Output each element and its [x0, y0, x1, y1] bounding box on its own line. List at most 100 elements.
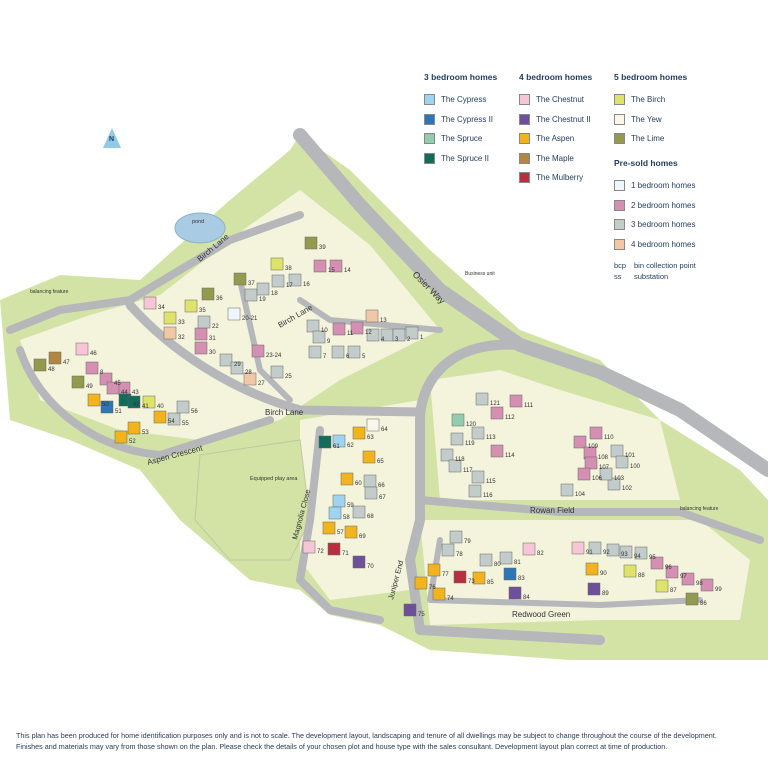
- plot-77-house[interactable]: [427, 563, 441, 577]
- plot-73-house[interactable]: [453, 570, 467, 584]
- plot-51-house[interactable]: [100, 400, 114, 414]
- plot-93-house[interactable]: [606, 543, 620, 557]
- plot-118-house[interactable]: [440, 448, 454, 462]
- plot-97-house[interactable]: [665, 565, 679, 579]
- plot-56-house[interactable]: [176, 400, 190, 414]
- plot-66-house[interactable]: [363, 474, 377, 488]
- plot-87-house[interactable]: [655, 579, 669, 593]
- plot-68-house[interactable]: [352, 505, 366, 519]
- plot-38-house[interactable]: [270, 257, 284, 271]
- plot-90-house[interactable]: [585, 562, 599, 576]
- plot-102-house[interactable]: [607, 477, 621, 491]
- plot-41-house[interactable]: [127, 395, 141, 409]
- plot-103-house[interactable]: [599, 467, 613, 481]
- plot-101-house[interactable]: [610, 444, 624, 458]
- plot-8-house[interactable]: [85, 361, 99, 375]
- plot-25-house[interactable]: [270, 365, 284, 379]
- plot-64-house[interactable]: [366, 418, 380, 432]
- plot-58-house[interactable]: [328, 506, 342, 520]
- plot-36-house[interactable]: [201, 287, 215, 301]
- plot-54-house[interactable]: [153, 410, 167, 424]
- plot-2-house[interactable]: [392, 328, 406, 342]
- plot-119-house[interactable]: [450, 432, 464, 446]
- plot-113-house[interactable]: [471, 426, 485, 440]
- plot-15-house[interactable]: [313, 259, 327, 273]
- plot-32-house[interactable]: [163, 326, 177, 340]
- plot-6-house[interactable]: [331, 345, 345, 359]
- plot-78-house[interactable]: [441, 543, 455, 557]
- plot-83-house[interactable]: [503, 567, 517, 581]
- plot-92-house[interactable]: [588, 541, 602, 555]
- plot-115-house[interactable]: [471, 470, 485, 484]
- plot-57-house[interactable]: [322, 521, 336, 535]
- plot-60-house[interactable]: [340, 472, 354, 486]
- plot-53-house[interactable]: [127, 421, 141, 435]
- plot-28-house[interactable]: [230, 361, 244, 375]
- plot-117-house[interactable]: [448, 459, 462, 473]
- plot-27-house[interactable]: [243, 372, 257, 386]
- plot-104-house[interactable]: [560, 483, 574, 497]
- plot-30-house[interactable]: [194, 341, 208, 355]
- plot-20-21-house[interactable]: [227, 307, 241, 321]
- plot-23-24-house[interactable]: [251, 344, 265, 358]
- plot-39-house[interactable]: [304, 236, 318, 250]
- plot-33-house[interactable]: [163, 311, 177, 325]
- plot-18-house[interactable]: [256, 282, 270, 296]
- plot-31-house[interactable]: [194, 327, 208, 341]
- plot-5-house[interactable]: [347, 345, 361, 359]
- plot-22-house[interactable]: [197, 315, 211, 329]
- plot-94-house[interactable]: [619, 545, 633, 559]
- plot-19-house[interactable]: [244, 288, 258, 302]
- plot-120-house[interactable]: [451, 413, 465, 427]
- plot-74-house[interactable]: [432, 587, 446, 601]
- plot-110-house[interactable]: [589, 426, 603, 440]
- plot-89-house[interactable]: [587, 582, 601, 596]
- plot-65-house[interactable]: [362, 450, 376, 464]
- plot-29-house[interactable]: [219, 353, 233, 367]
- plot-81-house[interactable]: [499, 551, 513, 565]
- plot-46-house[interactable]: [75, 342, 89, 356]
- plot-72-house[interactable]: [302, 540, 316, 554]
- plot-67-house[interactable]: [364, 486, 378, 500]
- plot-107-house[interactable]: [584, 456, 598, 470]
- plot-75-house[interactable]: [403, 603, 417, 617]
- plot-82-house[interactable]: [522, 542, 536, 556]
- plot-44-house[interactable]: [106, 381, 120, 395]
- plot-95-house[interactable]: [634, 546, 648, 560]
- plot-79-house[interactable]: [449, 530, 463, 544]
- plot-76-house[interactable]: [414, 576, 428, 590]
- plot-59-house[interactable]: [332, 494, 346, 508]
- plot-16-house[interactable]: [288, 273, 302, 287]
- plot-48-house[interactable]: [33, 358, 47, 372]
- plot-50-house[interactable]: [87, 393, 101, 407]
- plot-121-house[interactable]: [475, 392, 489, 406]
- plot-71-house[interactable]: [327, 542, 341, 556]
- plot-62-house[interactable]: [332, 434, 346, 448]
- plot-11-house[interactable]: [332, 322, 346, 336]
- plot-100-house[interactable]: [615, 455, 629, 469]
- plot-80-house[interactable]: [479, 553, 493, 567]
- plot-114-house[interactable]: [490, 444, 504, 458]
- plot-7-house[interactable]: [308, 345, 322, 359]
- plot-111-house[interactable]: [509, 394, 523, 408]
- plot-47-house[interactable]: [48, 351, 62, 365]
- plot-40-house[interactable]: [142, 395, 156, 409]
- plot-63-house[interactable]: [352, 426, 366, 440]
- plot-99-house[interactable]: [700, 578, 714, 592]
- plot-106-house[interactable]: [577, 467, 591, 481]
- plot-86-house[interactable]: [685, 592, 699, 606]
- plot-96-house[interactable]: [650, 556, 664, 570]
- plot-34-house[interactable]: [143, 296, 157, 310]
- plot-10-house[interactable]: [306, 319, 320, 333]
- plot-55-house[interactable]: [167, 412, 181, 426]
- plot-13-house[interactable]: [365, 309, 379, 323]
- plot-49-house[interactable]: [71, 375, 85, 389]
- plot-88-house[interactable]: [623, 564, 637, 578]
- plot-37-house[interactable]: [233, 272, 247, 286]
- plot-14-house[interactable]: [329, 259, 343, 273]
- plot-17-house[interactable]: [271, 274, 285, 288]
- plot-1-house[interactable]: [405, 326, 419, 340]
- plot-112-house[interactable]: [490, 406, 504, 420]
- plot-70-house[interactable]: [352, 555, 366, 569]
- plot-61-house[interactable]: [318, 435, 332, 449]
